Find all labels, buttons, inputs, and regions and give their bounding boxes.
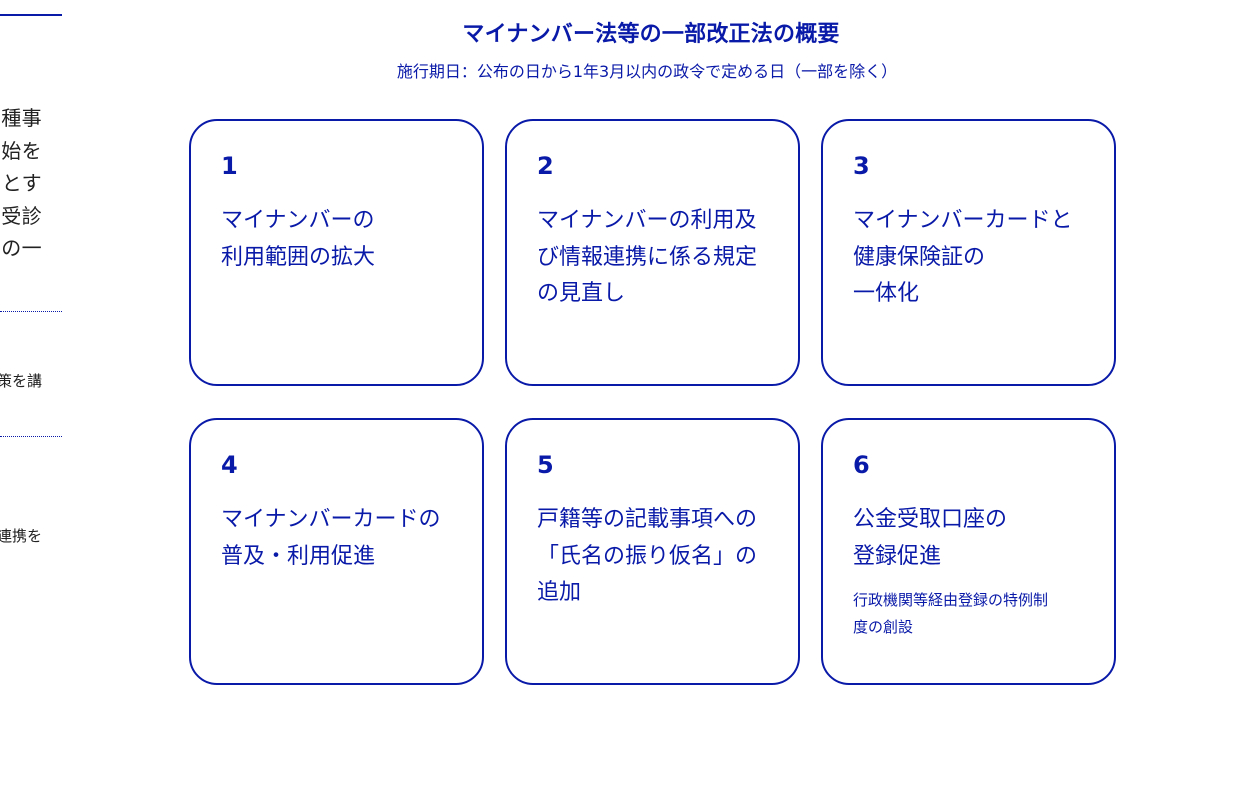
left-dotted-divider: [0, 311, 62, 312]
card-number: 1: [221, 152, 238, 180]
overview-card-5[interactable]: 5 戸籍等の記載事項への 「氏名の振り仮名」の 追加: [505, 418, 800, 685]
card-number: 5: [537, 451, 554, 479]
card-number: 3: [853, 152, 870, 180]
card-number: 2: [537, 152, 554, 180]
card-number: 4: [221, 451, 238, 479]
card-number: 6: [853, 451, 870, 479]
overview-card-3[interactable]: 3 マイナンバーカードと 健康保険証の 一体化: [821, 119, 1116, 386]
overview-card-1[interactable]: 1 マイナンバーの 利用範囲の拡大: [189, 119, 484, 386]
left-dotted-divider: [0, 436, 62, 437]
card-title: マイナンバーの 利用範囲の拡大: [221, 208, 376, 270]
left-top-rule: [0, 14, 62, 16]
card-title: マイナンバーカードと 健康保険証の 一体化: [853, 208, 1073, 306]
left-snippet: 策を講: [0, 372, 42, 390]
left-body-text: 種事 始を とす 受診 の一: [0, 102, 42, 265]
left-text-line: 種事: [1, 106, 42, 130]
overview-card-6[interactable]: 6 公金受取口座の 登録促進 行政機関等経由登録の特例制 度の創設: [821, 418, 1116, 685]
page-subtitle: 施行期日：公布の日から1年3月以内の政令で定める日（一部を除く）: [396, 62, 898, 81]
left-text-line: とす: [1, 171, 42, 195]
card-note: 行政機関等経由登録の特例制 度の創設: [853, 591, 1049, 636]
left-snippet: 連携を: [0, 527, 42, 545]
left-text-line: の一: [1, 236, 42, 260]
overview-cards-grid: 1 マイナンバーの 利用範囲の拡大 2 マイナンバーの利用及 び情報連携に係る規…: [189, 119, 1116, 685]
card-title: マイナンバーカードの 普及・利用促進: [221, 507, 441, 569]
page-title: マイナンバー法等の一部改正法の概要: [462, 22, 840, 47]
left-text-line: 受診: [1, 203, 42, 228]
overview-card-2[interactable]: 2 マイナンバーの利用及 び情報連携に係る規定 の見直し: [505, 119, 800, 386]
overview-card-4[interactable]: 4 マイナンバーカードの 普及・利用促進: [189, 418, 484, 685]
card-title: 戸籍等の記載事項への 「氏名の振り仮名」の 追加: [537, 507, 758, 605]
left-side-panel: 種事 始を とす 受診 の一 策を講 連携を: [0, 0, 62, 803]
card-title: 公金受取口座の 登録促進: [853, 507, 1008, 569]
left-text-line: 始を: [1, 138, 42, 163]
card-title: マイナンバーの利用及 び情報連携に係る規定 の見直し: [537, 208, 758, 306]
